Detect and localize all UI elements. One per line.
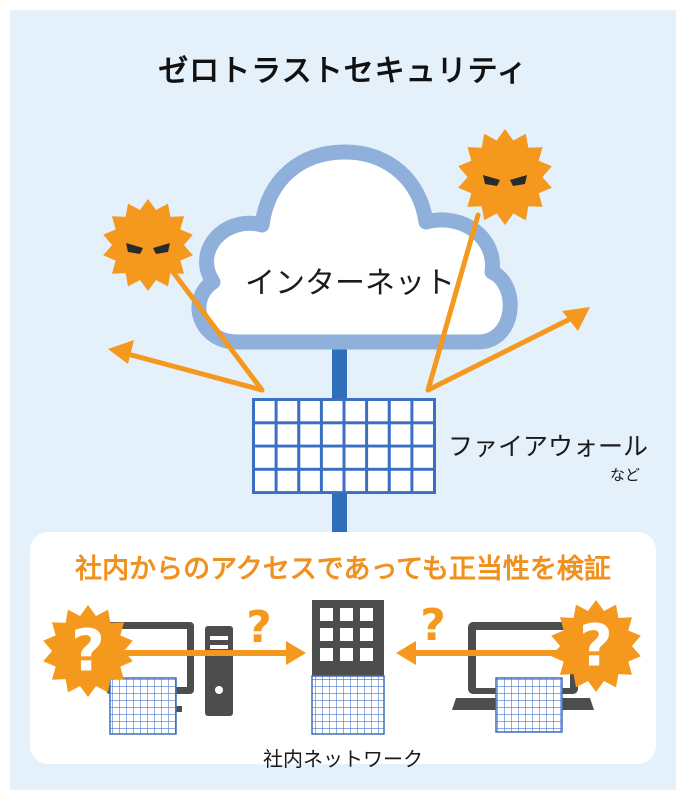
office-building-icon xyxy=(312,600,384,680)
security-check-grid xyxy=(109,677,177,735)
verification-message: 社内からのアクセスであっても正当性を検証 xyxy=(75,554,611,585)
attack-arrow-right xyxy=(425,212,575,393)
arrowhead-right xyxy=(562,307,590,331)
page-title: ゼロトラストセキュリティ xyxy=(158,54,528,89)
arrowhead-left xyxy=(108,340,134,364)
internet-label: インターネット xyxy=(245,266,455,301)
firewall-note: など xyxy=(610,466,641,484)
security-check-grid xyxy=(495,677,563,733)
question-mark: ? xyxy=(420,600,446,651)
arrowhead-access-right xyxy=(396,641,416,665)
question-mark: ? xyxy=(579,611,613,679)
unknown-threat-icon: ? xyxy=(551,600,641,692)
arrowhead-access-left xyxy=(286,641,306,665)
virus-icon xyxy=(103,199,193,291)
internal-network-label: 社内ネットワーク xyxy=(263,747,423,771)
cloud-icon xyxy=(191,144,518,350)
security-check-grid xyxy=(311,675,385,735)
unknown-threat-icon: ? xyxy=(43,605,133,697)
question-mark: ? xyxy=(71,616,105,684)
firewall-label: ファイアウォール xyxy=(448,432,649,461)
firewall-icon xyxy=(252,398,436,494)
attack-arrow-left xyxy=(121,265,265,393)
question-mark: ? xyxy=(246,602,272,653)
virus-icon xyxy=(458,129,552,225)
